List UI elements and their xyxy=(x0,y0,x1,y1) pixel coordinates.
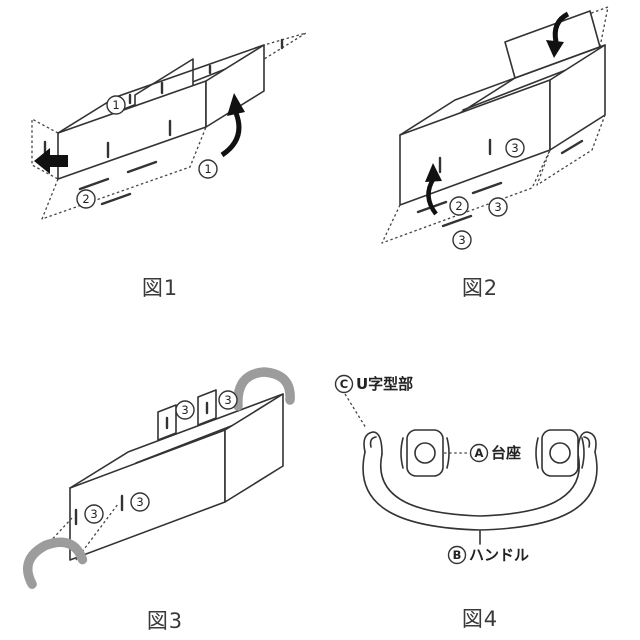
part-badge-b: B xyxy=(447,545,467,565)
figure-2-drawing: 3 2 3 3 xyxy=(381,6,609,250)
part-label-u-shape: C U字型部 xyxy=(334,374,413,429)
svg-text:3: 3 xyxy=(90,507,97,521)
figure-3-caption: 図3 xyxy=(146,609,184,633)
svg-text:2: 2 xyxy=(455,199,462,213)
step-badge: 3 xyxy=(218,390,238,410)
svg-text:3: 3 xyxy=(224,393,231,407)
figure-1-drawing: 1 2 1 xyxy=(31,32,307,220)
part-name-base: 台座 xyxy=(491,444,521,462)
part-badge-a: A xyxy=(469,443,489,463)
svg-text:3: 3 xyxy=(458,233,465,247)
svg-text:3: 3 xyxy=(494,200,501,214)
step-badge: 3 xyxy=(130,492,150,512)
step-badge: 1 xyxy=(198,159,218,179)
figure-2: 3 2 3 3 図2 xyxy=(330,0,630,302)
figure-3: 3 3 3 3 図3 xyxy=(10,348,320,635)
figure-4-drawing: C U字型部 A 台座 B ハンドル xyxy=(334,374,598,565)
svg-text:C: C xyxy=(340,377,348,391)
part-name-handle: ハンドル xyxy=(469,546,529,564)
svg-text:1: 1 xyxy=(112,98,119,112)
step-badge: 3 xyxy=(175,400,195,420)
part-label-handle: B ハンドル xyxy=(447,530,529,565)
svg-text:3: 3 xyxy=(181,403,188,417)
step-badge: 3 xyxy=(84,504,104,524)
part-name-u-shape: U字型部 xyxy=(356,375,413,393)
step-badge: 3 xyxy=(488,197,508,217)
figure-3-drawing: 3 3 3 3 xyxy=(23,367,295,589)
figure-1: 1 2 1 図1 xyxy=(10,15,310,302)
step-badge: 1 xyxy=(106,95,126,115)
fold-in-arrow-icon xyxy=(546,11,570,58)
push-arrow-icon xyxy=(34,148,68,174)
bottom-flap-outline xyxy=(41,126,207,220)
step-badge: 3 xyxy=(452,230,472,250)
svg-text:2: 2 xyxy=(82,192,89,206)
svg-text:3: 3 xyxy=(511,141,518,155)
figure-2-caption: 図2 xyxy=(461,276,499,300)
end-flap-outline xyxy=(536,114,606,186)
step-badge: 2 xyxy=(76,189,96,209)
pedestal-left xyxy=(400,429,450,477)
fold-up-arrow-icon xyxy=(220,93,245,158)
figure-1-caption: 図1 xyxy=(141,276,179,300)
part-label-base: A 台座 xyxy=(444,443,521,463)
left-flap-outline xyxy=(31,118,59,180)
u-shape-tip-left xyxy=(363,431,383,455)
figure-4-caption: 図4 xyxy=(461,607,499,631)
u-shape-tip-right xyxy=(577,431,597,455)
part-badge-c: C xyxy=(334,374,354,394)
box-tray xyxy=(69,389,284,561)
svg-text:A: A xyxy=(475,446,484,460)
pedestal-right xyxy=(535,429,585,477)
fold-up-arrow-icon xyxy=(425,163,442,216)
svg-text:1: 1 xyxy=(204,162,211,176)
svg-text:3: 3 xyxy=(136,495,143,509)
handle-attached xyxy=(233,367,295,411)
step-badge: 3 xyxy=(505,138,525,158)
handle-detached xyxy=(23,503,119,589)
svg-text:B: B xyxy=(453,548,462,562)
leader-line xyxy=(344,393,367,429)
box-tray xyxy=(57,44,265,180)
step-badge: 2 xyxy=(449,196,469,216)
figure-4: C U字型部 A 台座 B ハンドル 図4 xyxy=(330,362,630,633)
